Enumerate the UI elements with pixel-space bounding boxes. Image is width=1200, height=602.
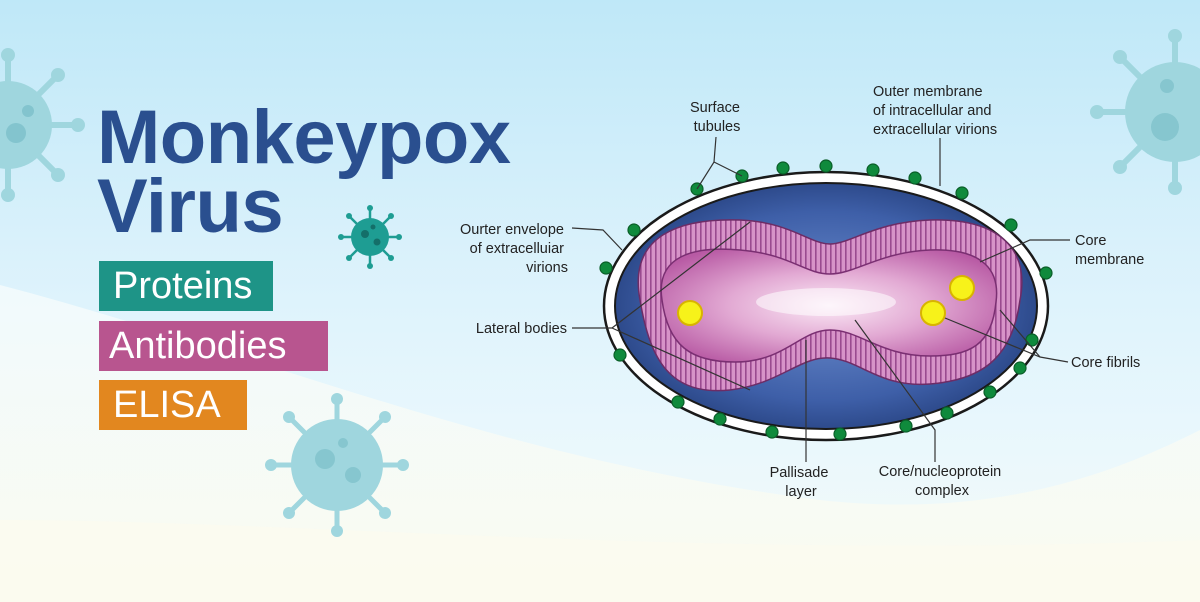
- surface-tubule: [765, 425, 779, 439]
- surface-tubule: [671, 395, 685, 409]
- surface-tubule: [899, 419, 913, 433]
- label-outer-envelope: Ourter envelope of extracelluiar virions: [460, 222, 568, 276]
- surface-tubule: [955, 186, 969, 200]
- label-core-membrane: Core membrane: [1075, 233, 1144, 268]
- surface-tubule: [866, 163, 880, 177]
- surface-tubule: [1025, 333, 1039, 347]
- core-fibrils: [677, 275, 975, 326]
- tag-antibodies: Antibodies: [99, 321, 328, 371]
- page-title-line1: Monkeypox: [97, 95, 511, 180]
- core-glow: [756, 288, 896, 316]
- label-surface-tubules: Surface tubules: [690, 100, 744, 135]
- surface-tubule: [613, 348, 627, 362]
- surface-tubule: [983, 385, 997, 399]
- label-core-fibrils: Core fibrils: [1071, 355, 1140, 371]
- virus-icon-left: [0, 48, 85, 202]
- virus-icon-right: [1090, 29, 1200, 195]
- page-title-line2: Virus: [97, 164, 284, 249]
- background-wave: [0, 285, 1200, 602]
- leader-lines: [571, 136, 1070, 462]
- surface-tubule: [1013, 361, 1027, 375]
- surface-tubule: [1004, 218, 1018, 232]
- surface-tubule: [713, 412, 727, 426]
- virus-icon-small: [338, 205, 402, 269]
- surface-tubule: [1039, 266, 1053, 280]
- surface-tubule: [627, 223, 641, 237]
- surface-tubule: [776, 161, 790, 175]
- core-fibril-dot: [920, 300, 946, 326]
- tag-proteins: Proteins: [99, 261, 273, 311]
- surface-tubule: [833, 427, 847, 441]
- label-lateral-bodies: Lateral bodies: [476, 321, 567, 337]
- label-outer-membrane: Outer membrane of intracellular and extr…: [873, 84, 997, 138]
- label-core-nucleoprotein: Core/nucleoprotein complex: [879, 464, 1006, 499]
- tag-elisa: ELISA: [99, 380, 247, 430]
- surface-tubule: [599, 261, 613, 275]
- surface-tubule: [940, 406, 954, 420]
- surface-tubule: [819, 159, 833, 173]
- label-pallisade-layer: Pallisade layer: [770, 465, 833, 500]
- surface-tubule: [908, 171, 922, 185]
- virus-icon-bottom: [265, 393, 409, 537]
- core-fibril-dot: [949, 275, 975, 301]
- background-wave-light: [0, 520, 1200, 602]
- core-fibril-dot: [677, 300, 703, 326]
